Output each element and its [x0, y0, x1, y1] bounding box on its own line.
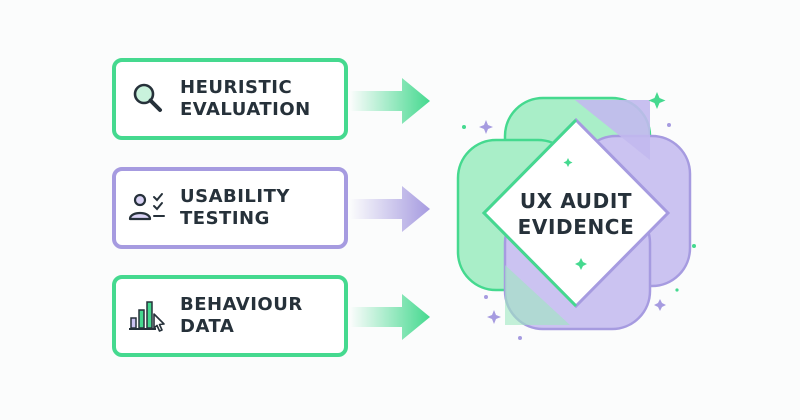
ux-audit-hub	[456, 92, 696, 340]
bar-chart-cursor-icon	[116, 275, 180, 357]
arrow-behaviour-to-hub	[350, 294, 430, 340]
card-label: BEHAVIOUR DATA	[180, 294, 303, 337]
arrow-heuristic-to-hub	[350, 78, 430, 124]
magnifier-icon	[116, 58, 180, 140]
card-behaviour-data: BEHAVIOUR DATA	[112, 275, 348, 357]
card-label: USABILITY TESTING	[180, 186, 290, 229]
card-usability-testing: USABILITY TESTING	[112, 167, 348, 249]
sparkle-decorations	[479, 120, 671, 340]
hub-label: UX AUDIT EVIDENCE	[517, 189, 635, 239]
card-heuristic-evaluation: HEURISTIC EVALUATION	[112, 58, 348, 140]
arrow-usability-to-hub	[350, 186, 430, 232]
card-label: HEURISTIC EVALUATION	[180, 77, 311, 120]
user-checklist-icon	[116, 167, 180, 249]
